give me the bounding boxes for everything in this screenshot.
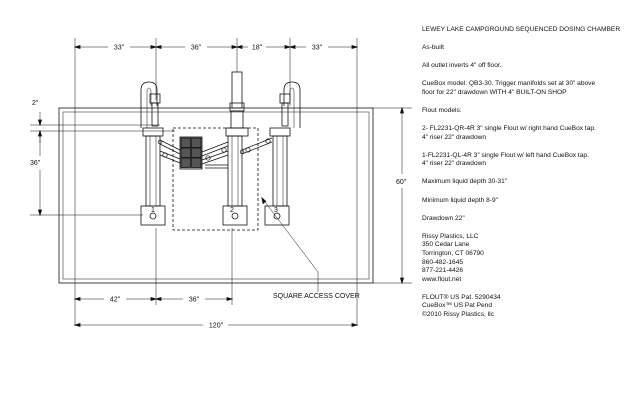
notes-model2-line1: 2- FL2231-QR-4R 3" single Flout w/ right… (422, 125, 596, 133)
notes-city: Torrington, CT 06790 (422, 249, 484, 257)
notes-cuebox-line2: floor for 22" drawdown WITH 4" BUILT-ON … (422, 88, 567, 96)
cuebox (179, 136, 203, 170)
dim-bottom-36: 36" (189, 297, 200, 304)
access-cover-leader (261, 196, 319, 292)
chamber-outline (58, 107, 374, 284)
notes-max-depth: Maximum liquid depth 30-31" (422, 178, 508, 186)
notes-flout-models: Flout models: (422, 106, 462, 114)
dim-left-2: 2" (32, 100, 39, 107)
notes-model2-line2: 4" riser 22" drawdown (422, 133, 487, 141)
dim-overall-120: 120" (209, 323, 224, 330)
flout-3-label: 3 (274, 207, 278, 214)
square-access-cover (172, 127, 259, 231)
notes-company: Rissy Plastics, LLC (422, 232, 479, 240)
notes-as-built: As-built (422, 44, 444, 52)
right-dimension-60 (373, 106, 412, 285)
notes-website: www.flout.net (422, 275, 462, 283)
dim-left-36: 36" (30, 160, 41, 167)
flout-3-assembly (264, 81, 301, 226)
notes-patent1: FLOUT® US Pat. 5290434 (422, 293, 501, 301)
notes-cuebox-line1: CueBox model: QB3-30. Trigger manifolds … (422, 80, 596, 88)
notes-title: LEWEY LAKE CAMPGROUND SEQUENCED DOSING C… (422, 26, 621, 33)
overall-dimension-120 (73, 322, 359, 328)
top-dimension-chain (73, 38, 359, 326)
flout-1-assembly (140, 81, 166, 226)
flout-2-label: 2 (230, 207, 234, 214)
notes-outlet-inverts: All outlet inverts 4" off floor. (422, 62, 502, 70)
bottom-dimension-chain (73, 228, 234, 305)
notes-min-depth: Minimum liquid depth 8-9" (422, 196, 499, 204)
trigger-tubing (157, 137, 273, 169)
access-cover-label: SQUARE ACCESS COVER (273, 293, 360, 300)
flout-2-assembly (222, 71, 249, 226)
left-dimension-chain (30, 112, 175, 217)
notes-model1-line2: 4" riser 22" drawdown (422, 160, 487, 168)
notes-panel: LEWEY LAKE CAMPGROUND SEQUENCED DOSING C… (422, 26, 637, 320)
dim-top-36: 36" (191, 45, 202, 52)
notes-copyright: ©2010 Rissy Plastics, llc (422, 310, 494, 318)
dim-top-33-left: 33" (114, 45, 125, 52)
notes-drawdown: Drawdown 22" (422, 214, 465, 222)
dim-top-33-right: 33" (312, 45, 323, 52)
notes-phone1: 860-482-1645 (422, 258, 464, 266)
notes-phone2: 877-221-4426 (422, 267, 464, 275)
dim-bottom-42: 42" (110, 297, 121, 304)
notes-patent2: CueBox™ US Pat Pend (422, 302, 493, 310)
dim-right-60: 60" (396, 179, 407, 186)
flout-1-label: 1 (151, 207, 155, 214)
notes-model1-line1: 1-FL2231-QL-4R 3" single Flout w/ left h… (422, 151, 589, 159)
notes-street: 350 Cedar Lane (422, 241, 470, 249)
dim-top-18: 18" (252, 45, 263, 52)
